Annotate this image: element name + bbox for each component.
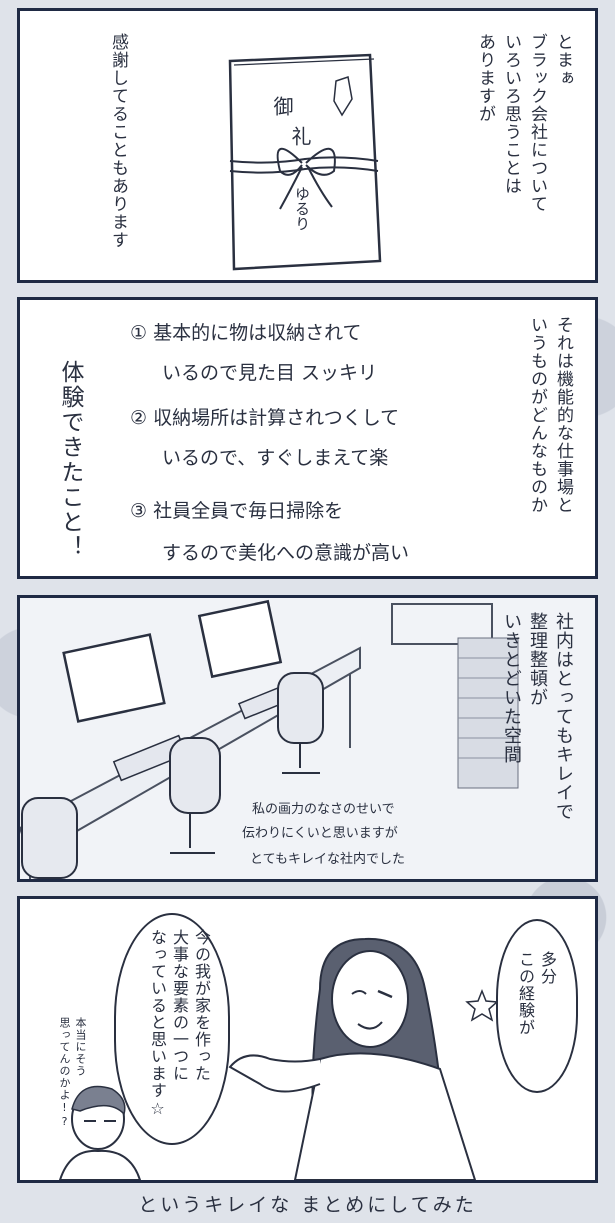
narration-column: とまぁ [553,33,573,87]
narration-column: いうものがどんなものか [527,316,547,514]
list-item-1: ① 基本的に物は収納されて [130,318,362,345]
bottom-caption: というキレイな まとめにしてみた [138,1194,477,1216]
panel-2: それは機能的な仕事場と いうものがどんなものか ① 基本的に物は収納されて いる… [17,297,598,579]
narration-column: ありますが [475,33,495,123]
artist-note-line: とてもキレイな社内でした [250,852,405,867]
speech-line: 多分 [538,951,557,985]
envelope-name: ゆるり [293,186,311,231]
list-item-3: ③ 社員全員で毎日掃除を [130,496,343,523]
gift-envelope-illustration [228,53,382,271]
list-text: 基本的に物は収納されて [153,322,362,344]
narration-column: いろいろ思うことは [501,33,521,195]
speech-line: 今の我が家を作った [192,929,211,1082]
list-text: 社員全員で毎日掃除を [153,500,344,522]
panel-4: 今の我が家を作った 大事な要素の一つに なっていると思います☆ 多分 この経験が… [17,896,598,1183]
narration-column: 社内はとってもキレイで [553,612,574,821]
speech-line: 大事な要素の一つに [170,929,189,1082]
envelope-title-2: 礼 [288,126,312,146]
list-number: ② [130,407,148,429]
list-item-3-cont: するので美化への意識が高い [162,542,410,564]
speech-bubble-right [496,919,578,1093]
speech-line: この経験が [516,951,535,1036]
artist-note-line: 私の画力のなさのせいで [252,802,395,817]
side-comment: 思ってんのかよ!? [58,1017,71,1129]
list-text: 収納場所は計算されつくして [153,407,400,429]
list-number: ③ [130,500,148,522]
envelope-title-1: 御 [270,96,294,116]
list-number: ① [130,322,148,344]
list-item-2-cont: いるので、すぐしまえて楽 [162,447,389,469]
narration-column: いきとどいた空間 [501,612,522,764]
speech-line: なっていると思います☆ [148,929,167,1119]
narration-column: それは機能的な仕事場と [553,316,573,514]
office-illustration [20,599,519,879]
narration-column: ブラック会社について [527,33,547,213]
characters-illustration [58,937,499,1180]
artist-note-line: 伝わりにくいと思いますが [242,826,398,841]
speech-bubble-left [114,913,230,1145]
heading-experienced: 体験できたこと！ [57,360,83,560]
narration-column: 感謝してることもあります [108,33,128,249]
list-item-1-cont: いるので見た目 スッキリ [162,362,378,384]
narration-column: 整理整頓が [527,612,548,707]
panel-3: 社内はとってもキレイで 整理整頓が いきとどいた空間 私の画力のなさのせいで 伝… [17,595,598,882]
list-item-2: ② 収納場所は計算されつくして [130,403,399,430]
panel-1: とまぁ ブラック会社について いろいろ思うことは ありますが 感謝してることもあ… [17,8,598,283]
side-comment: 本当にそう [74,1017,87,1077]
